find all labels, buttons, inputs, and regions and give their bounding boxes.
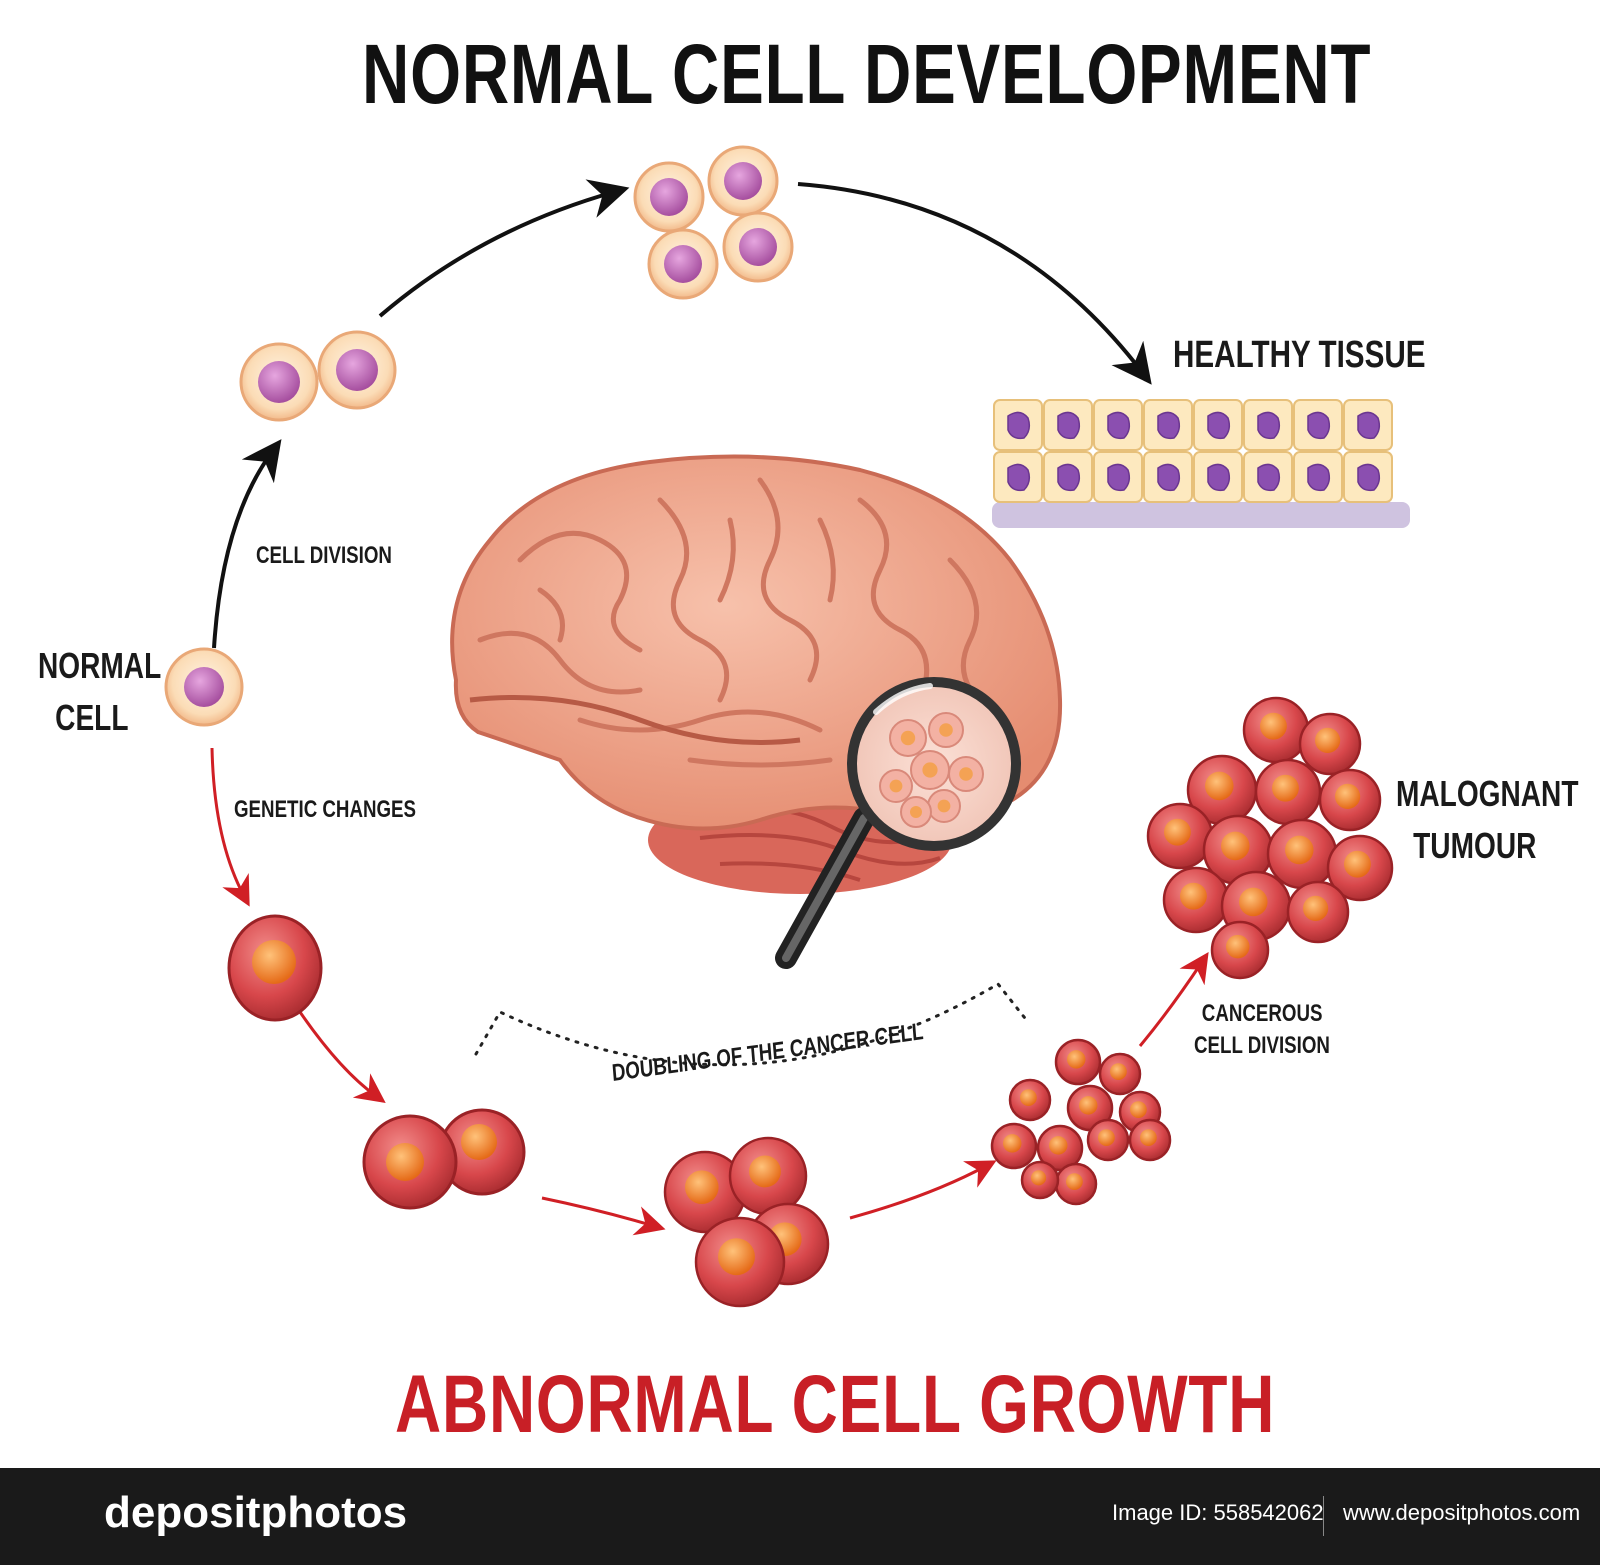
healthy-tissue-block xyxy=(992,399,1410,528)
tissue-cell xyxy=(1243,399,1293,451)
cancer-cell xyxy=(1098,1052,1142,1096)
tumour-cell xyxy=(1242,696,1310,764)
cancer-cells-two xyxy=(362,1108,526,1210)
tumour-cell xyxy=(1318,768,1382,832)
label-cancerous-line1: CANCEROUS xyxy=(1201,1000,1323,1027)
label-healthy-tissue: HEALTHY TISSUE xyxy=(1173,334,1426,376)
tissue-cell xyxy=(1343,451,1393,503)
cancer-cell xyxy=(728,1136,808,1216)
arrow-to-healthy-tissue xyxy=(797,182,1152,385)
tumour-cell xyxy=(1266,818,1338,890)
title-normal-development: NORMAL CELL DEVELOPMENT xyxy=(362,27,1372,121)
cancer-cell xyxy=(1128,1118,1172,1162)
label-cancerous-cell-division: CANCEROUS CELL DIVISION xyxy=(1194,998,1330,1062)
arrow-cancerous-division xyxy=(1138,952,1209,1047)
cancer-cells-four xyxy=(663,1136,830,1308)
cancer-cell xyxy=(1054,1038,1102,1086)
arrow-to-four-cells xyxy=(378,179,630,318)
tissue-cell xyxy=(1143,451,1193,503)
lens-cell xyxy=(927,789,961,823)
tissue-cell xyxy=(1193,399,1243,451)
cancer-cell xyxy=(990,1122,1038,1170)
cancer-cell xyxy=(1054,1162,1098,1206)
normal-cells-two xyxy=(239,330,397,422)
tissue-cell xyxy=(1193,451,1243,503)
tumour-cell xyxy=(1162,866,1230,934)
normal-cell-single xyxy=(164,647,244,727)
arrow-cell-division xyxy=(212,439,282,649)
tissue-cell xyxy=(1343,399,1393,451)
label-cell-division: CELL DIVISION xyxy=(256,542,392,569)
label-normal-cell: NORMAL CELL xyxy=(38,640,161,744)
lens-cell xyxy=(879,769,913,803)
arrow-to-cancer-cluster xyxy=(849,1160,997,1220)
label-genetic-changes: GENETIC CHANGES xyxy=(234,796,417,823)
cancer-cell xyxy=(1066,1084,1114,1132)
footer-brand[interactable]: depositphotos xyxy=(104,1488,408,1537)
label-malignant-line2: TUMOUR xyxy=(1413,825,1537,866)
lens-cell xyxy=(889,719,927,757)
cancer-cell xyxy=(1008,1078,1052,1122)
tissue-cell xyxy=(1293,451,1343,503)
footer-divider xyxy=(1323,1496,1324,1536)
tissue-cell xyxy=(1093,451,1143,503)
tissue-cell xyxy=(1293,399,1343,451)
tissue-cell xyxy=(1043,399,1093,451)
cancer-cell xyxy=(1020,1160,1060,1200)
cancer-cell xyxy=(694,1216,786,1308)
lens-cell xyxy=(900,796,932,828)
lens-cell xyxy=(910,750,950,790)
tumour-cell xyxy=(1286,880,1350,944)
cancer-cell xyxy=(663,1150,747,1234)
footer-image-id: Image ID: 558542062 xyxy=(1112,1500,1324,1525)
arrow-to-two-cancer-cells xyxy=(298,1011,386,1104)
tumour-cell xyxy=(1326,834,1394,902)
footer-bar: depositphotos Image ID: 558542062 www.de… xyxy=(0,1468,1600,1565)
tissue-cell xyxy=(1043,451,1093,503)
label-malignant-tumour: MALOGNANT TUMOUR xyxy=(1396,768,1578,872)
label-normal-cell-line2: CELL xyxy=(55,697,129,738)
label-cancerous-line2: CELL DIVISION xyxy=(1194,1032,1330,1059)
arrow-genetic-changes xyxy=(210,747,250,907)
tissue-cell xyxy=(993,399,1043,451)
tumour-cell xyxy=(1146,802,1214,870)
tissue-cell xyxy=(1143,399,1193,451)
label-malignant-line1: MALOGNANT xyxy=(1396,773,1579,814)
tumour-cell xyxy=(1210,920,1270,980)
malignant-tumour xyxy=(1146,696,1394,980)
cancer-cell xyxy=(1036,1124,1084,1172)
tumour-cell xyxy=(1254,758,1322,826)
arrow-to-four-cancer-cells xyxy=(541,1196,666,1236)
magnifying-glass-icon xyxy=(775,677,1021,969)
tissue-cell xyxy=(993,451,1043,503)
footer-url[interactable]: www.depositphotos.com xyxy=(1343,1500,1581,1525)
tissue-cell xyxy=(1093,399,1143,451)
title-abnormal-growth: ABNORMAL CELL GROWTH xyxy=(395,1359,1276,1450)
lens-cell xyxy=(948,756,984,792)
normal-cells-four xyxy=(633,145,794,300)
label-normal-cell-line1: NORMAL xyxy=(38,645,162,686)
tissue-cell xyxy=(1243,451,1293,503)
cancer-cell-cluster xyxy=(990,1038,1172,1206)
cancer-cell-single xyxy=(227,914,323,1022)
lens-cell xyxy=(928,712,964,748)
tumour-cell xyxy=(1298,712,1362,776)
cancer-cell xyxy=(1086,1118,1130,1162)
